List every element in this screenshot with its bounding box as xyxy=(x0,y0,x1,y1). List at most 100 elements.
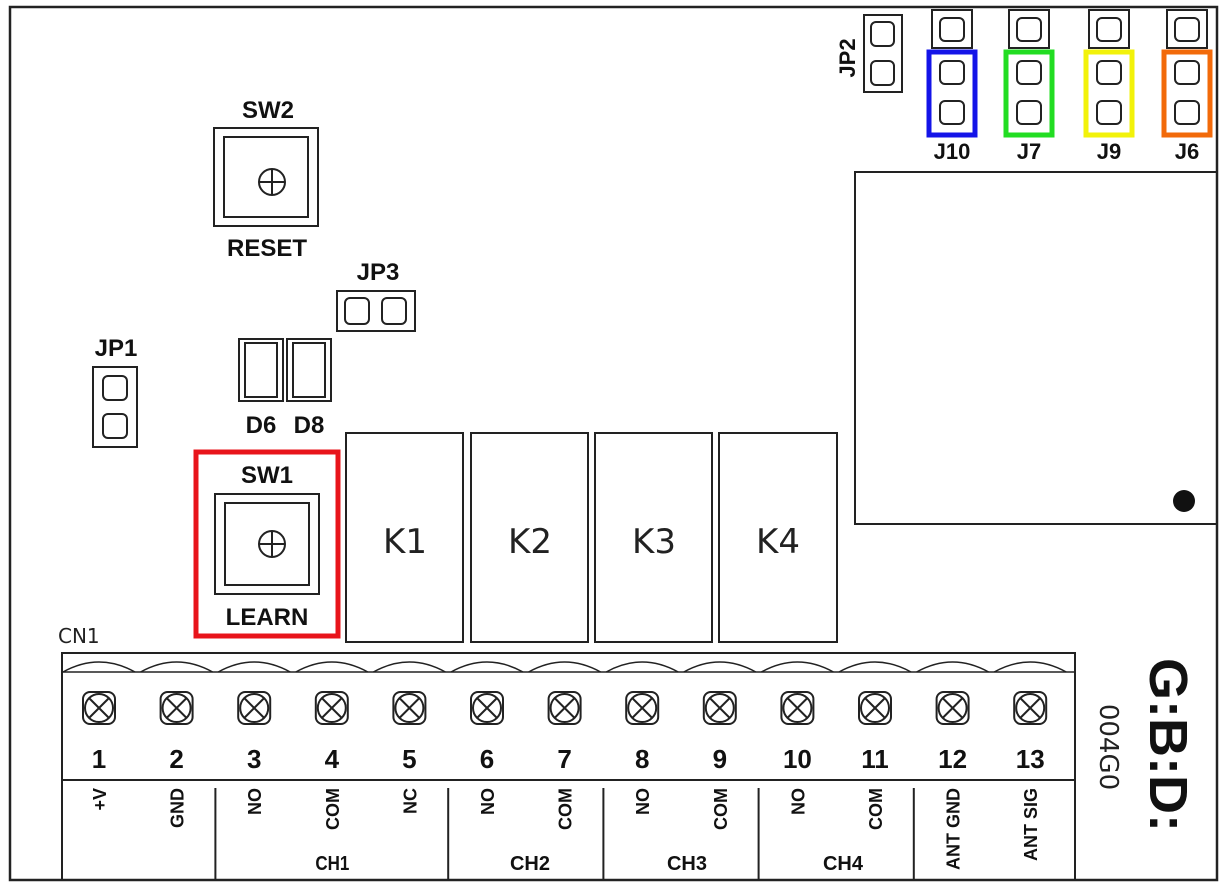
terminal-screw-head-icon xyxy=(472,693,502,723)
terminal-screws xyxy=(62,661,1067,725)
terminal-arch xyxy=(683,661,757,673)
terminal-screw-icon xyxy=(547,691,582,725)
j10-label: J10 xyxy=(934,139,971,164)
sw1-switch: SW1 LEARN xyxy=(193,449,341,639)
terminal-arch xyxy=(62,661,136,673)
relay-k1: K1 xyxy=(345,432,464,643)
terminal-function-label: NC xyxy=(400,788,420,814)
d6-label: D6 xyxy=(246,412,277,439)
terminal-number: 4 xyxy=(325,744,340,774)
channel-ch1-label: CH1 xyxy=(315,852,349,875)
sw2-label: SW2 xyxy=(242,97,294,124)
terminal-screw-head-icon xyxy=(316,693,347,723)
terminal-screw-head-icon xyxy=(704,693,735,723)
terminal-screw-icon xyxy=(237,691,272,725)
terminal-function-label: +V xyxy=(90,788,110,811)
j7-label: J7 xyxy=(1017,139,1041,164)
terminal-function-label: NO xyxy=(478,788,498,815)
model-code: 004G0 xyxy=(1093,704,1123,790)
channel-ch2-label: CH2 xyxy=(510,853,550,875)
terminal-arch xyxy=(838,661,912,673)
terminal-arch xyxy=(373,661,446,673)
terminal-screw-cross xyxy=(631,697,653,719)
sw1-highlight-box xyxy=(193,449,341,639)
terminal-function-label: COM xyxy=(556,788,576,830)
terminal-arch xyxy=(295,661,369,673)
terminal-number: 10 xyxy=(783,744,812,774)
terminal-arch xyxy=(993,661,1067,673)
terminal-screw-cross xyxy=(709,697,731,719)
relay-k1-label: K1 xyxy=(383,522,427,562)
terminal-screw-icon xyxy=(159,691,194,725)
jp3-jumper: JP3 xyxy=(336,259,416,332)
terminal-number: 13 xyxy=(1016,744,1045,774)
terminal-number: 2 xyxy=(169,744,183,774)
terminal-screw-head-icon xyxy=(84,693,114,723)
sw2-switch: SW2 RESET xyxy=(213,97,319,262)
d8-diode: D8 xyxy=(286,338,332,439)
terminal-screw-icon xyxy=(780,691,815,725)
terminal-screw-cross xyxy=(88,697,110,719)
terminal-screw-icon xyxy=(935,691,970,725)
terminal-screw-cross xyxy=(786,697,809,719)
terminal-number: 3 xyxy=(247,744,261,774)
terminal-screw-cross xyxy=(553,697,576,719)
relay-k3: K3 xyxy=(594,432,713,643)
terminal-screw-cross xyxy=(1019,697,1041,719)
jp3-label: JP3 xyxy=(357,259,400,286)
channel-dividers xyxy=(214,788,915,880)
relay-k2-label: K2 xyxy=(508,522,552,562)
terminal-screw-head-icon xyxy=(1015,693,1046,723)
terminal-number: 11 xyxy=(861,744,889,774)
j10-jumper: J10 xyxy=(926,9,978,164)
j6-highlight-box xyxy=(1161,49,1213,138)
cn1-label: CN1 xyxy=(58,624,100,648)
terminal-screw-head-icon xyxy=(394,693,425,723)
terminal-screw-cross xyxy=(165,697,188,719)
terminal-screw-cross xyxy=(398,697,421,719)
terminal-screw-head-icon xyxy=(239,693,270,723)
terminal-screw-head-icon xyxy=(937,693,968,723)
terminal-number: 12 xyxy=(938,744,967,774)
terminal-screw-head-icon xyxy=(860,693,890,723)
terminal-number: 6 xyxy=(480,744,494,774)
relay-k3-label: K3 xyxy=(632,522,676,562)
terminal-screw-cross xyxy=(321,697,343,719)
j10-highlight-box xyxy=(926,49,978,138)
terminal-screw-icon xyxy=(392,691,427,725)
pin1-dot-icon xyxy=(1173,490,1195,512)
jp1-label: JP1 xyxy=(95,335,138,362)
terminal-number: 5 xyxy=(402,744,416,774)
terminal-screw-head-icon xyxy=(161,693,192,723)
terminal-screw-icon xyxy=(1013,691,1048,725)
terminal-arch xyxy=(140,661,213,673)
relay-k4: K4 xyxy=(718,432,838,643)
terminal-arch xyxy=(605,661,679,673)
terminal-screw-icon xyxy=(702,691,737,725)
terminal-function-label: GND xyxy=(168,788,188,828)
terminal-function-label: ANT SIG xyxy=(1021,788,1041,861)
learn-label: LEARN xyxy=(226,604,309,631)
gbd-logo: G:B:D: xyxy=(1138,658,1198,832)
j6-label: J6 xyxy=(1175,139,1199,164)
terminal-function-label: COM xyxy=(866,788,886,830)
terminal-arch xyxy=(217,661,291,673)
jp2-label: JP2 xyxy=(835,38,860,77)
j9-highlight-box xyxy=(1083,49,1135,138)
jp1-jumper: JP1 xyxy=(92,335,138,448)
terminal-function-label: NO xyxy=(788,788,808,815)
sw1-label: SW1 xyxy=(241,462,293,489)
terminal-number: 7 xyxy=(557,744,571,774)
terminal-function-label: NO xyxy=(633,788,653,815)
j9-jumper: J9 xyxy=(1083,9,1135,164)
terminal-screw-cross xyxy=(476,697,498,719)
jp2-jumper: JP2 xyxy=(835,14,903,93)
j9-label: J9 xyxy=(1097,139,1121,164)
terminal-screw-cross xyxy=(941,697,964,719)
relay-k2: K2 xyxy=(470,432,589,643)
terminal-arch xyxy=(761,661,834,673)
